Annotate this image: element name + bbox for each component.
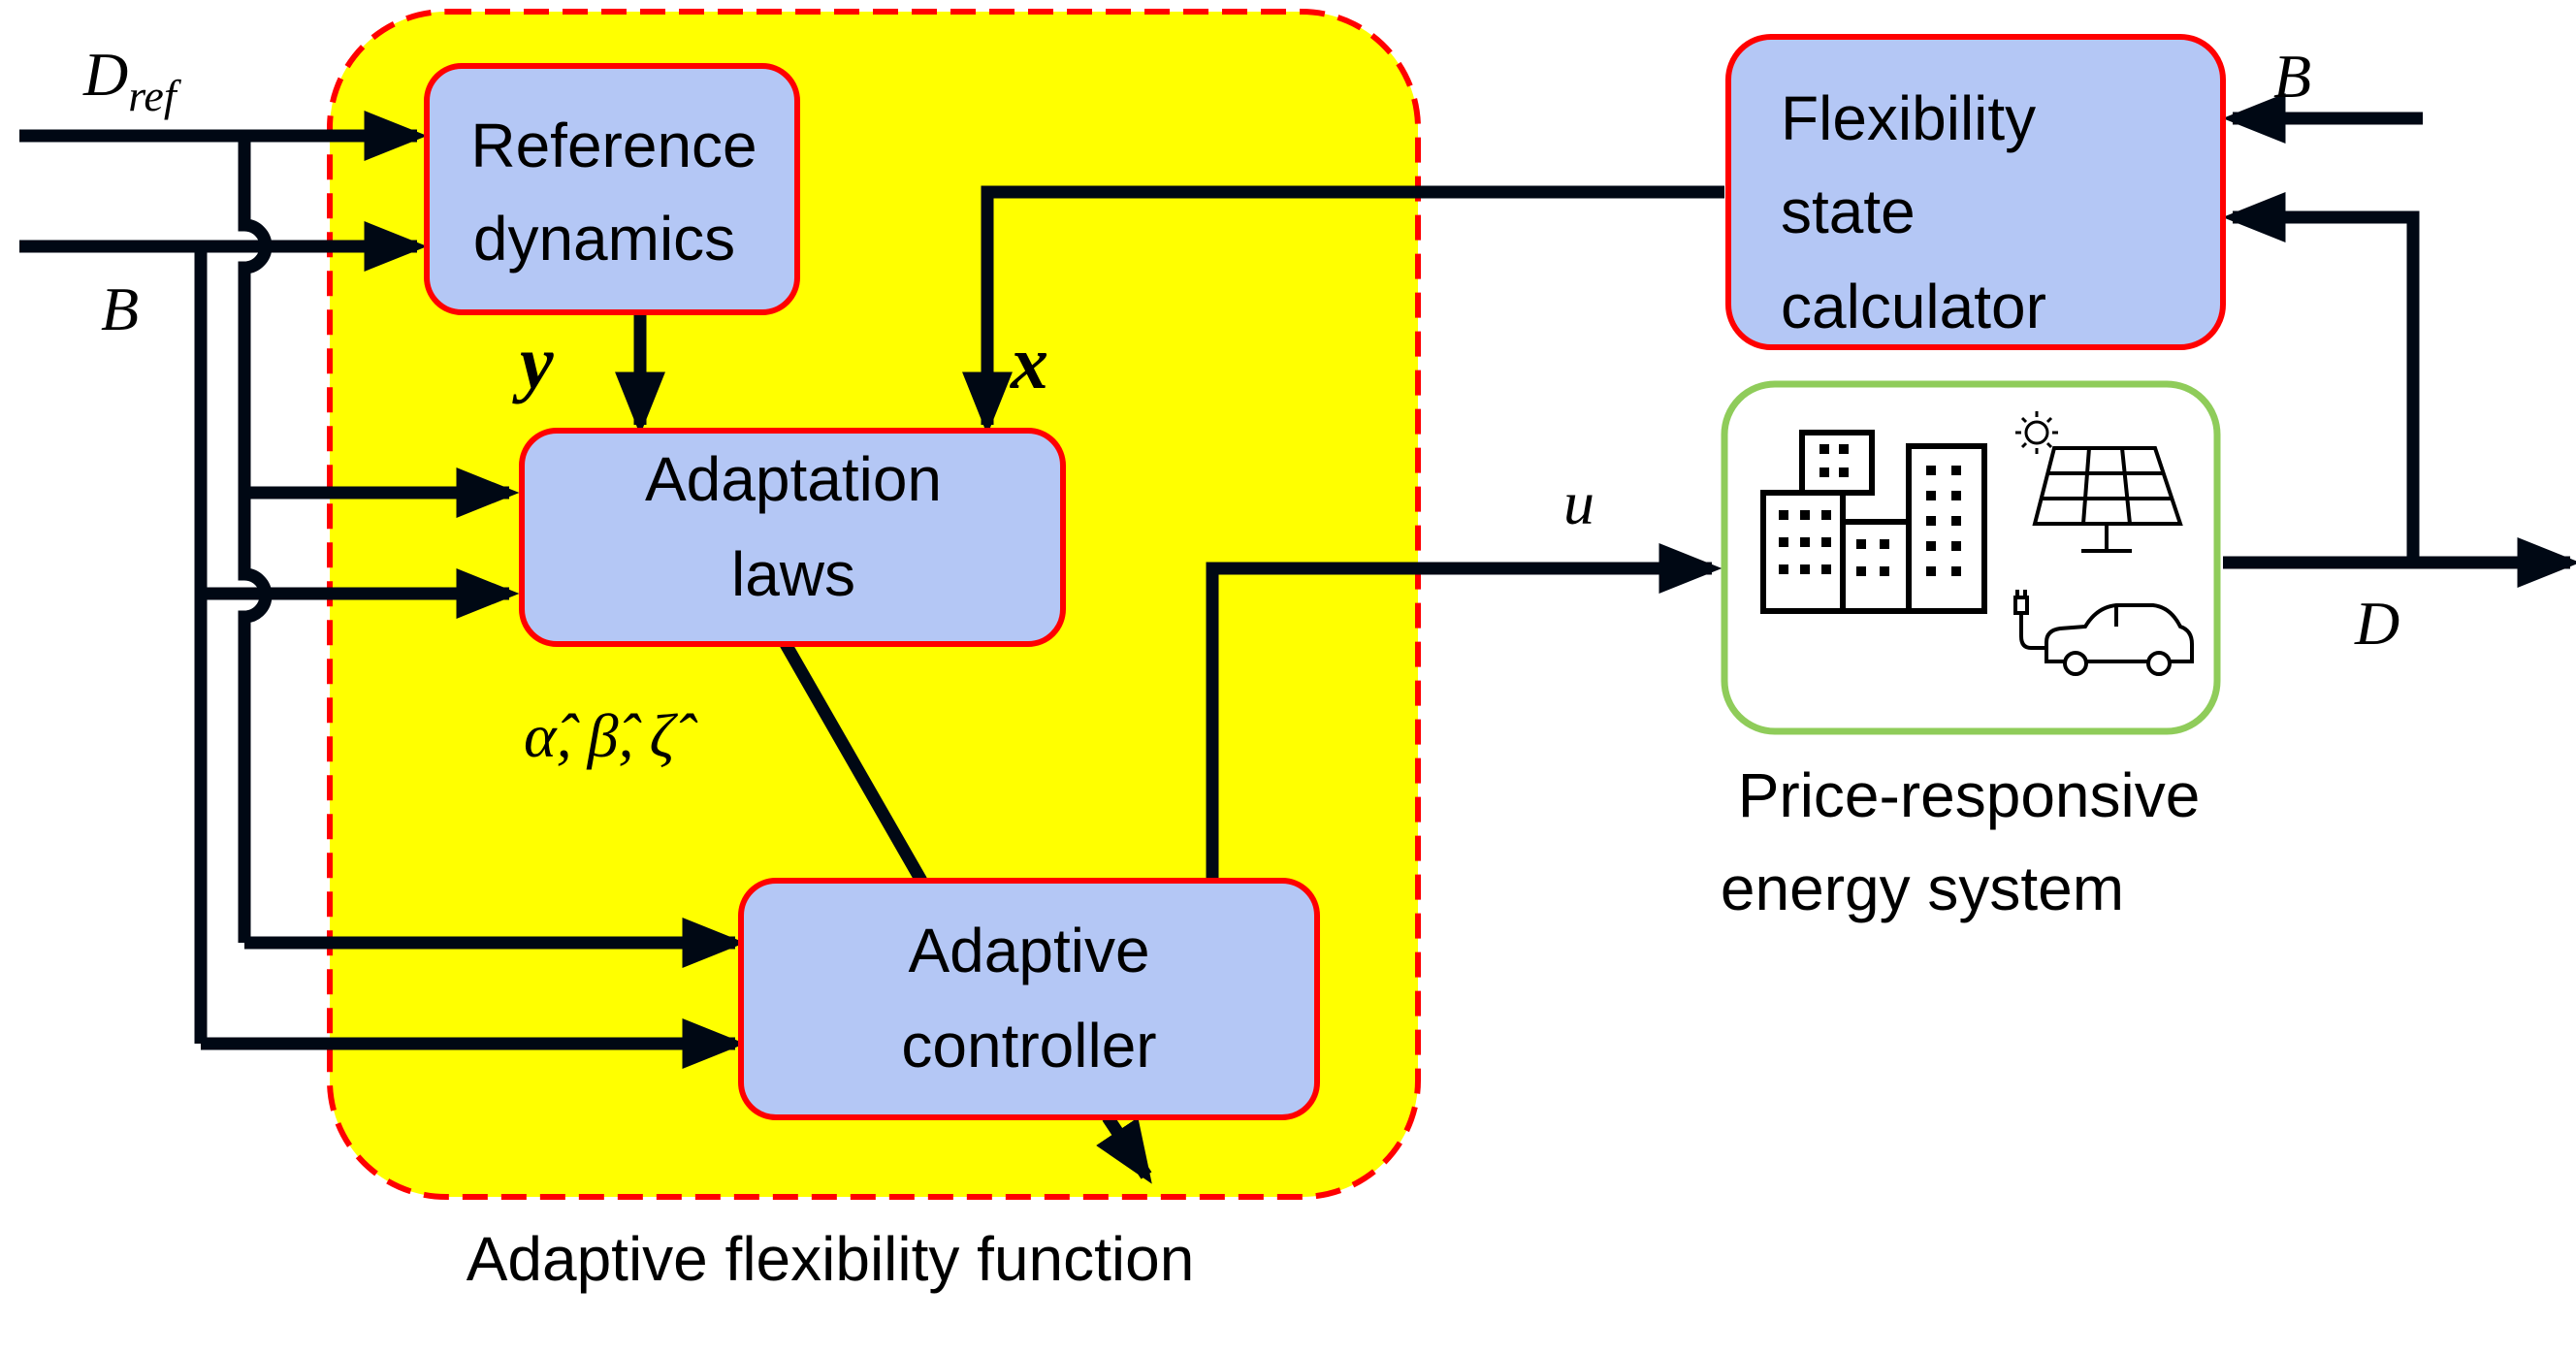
wire-controller-out — [1096, 1113, 1152, 1184]
d-output-label: D — [2354, 589, 2399, 658]
flexibility-state-label-line1: Flexibility — [1781, 83, 2036, 153]
energy-system-caption-line2: energy system — [1721, 854, 2124, 923]
u-label: u — [1563, 468, 1594, 537]
b-right-label: B — [2273, 42, 2311, 111]
reference-dynamics-block: Reference dynamics — [424, 63, 800, 315]
wire-d-feedback — [2222, 192, 2420, 563]
x-label: x — [1010, 320, 1048, 404]
b-left-label: B — [101, 274, 139, 343]
adaptive-controller-label-line1: Adaptive — [908, 916, 1149, 985]
container-caption: Adaptive flexibility function — [467, 1224, 1195, 1294]
reference-dynamics-label-line2: dynamics — [473, 204, 735, 274]
energy-system-block — [1721, 380, 2221, 735]
solar-panel-icon — [2032, 446, 2183, 553]
ev-car-icon — [2013, 590, 2194, 676]
parameter-estimates-label: α̂, β̂, ζ̂ — [524, 701, 697, 770]
energy-system-caption-line1: Price-responsive — [1738, 760, 2201, 830]
wire-dref-bus — [238, 136, 273, 943]
adaptation-laws-label-line1: Adaptation — [645, 444, 942, 514]
flexibility-state-label-line2: state — [1781, 177, 1916, 246]
wire-x — [962, 185, 1724, 435]
adaptation-laws-block: Adaptation laws — [519, 428, 1066, 647]
adaptive-controller-block: Adaptive controller — [738, 878, 1320, 1120]
d-ref-label: Dref — [82, 40, 182, 120]
adaptive-controller-label-line2: controller — [901, 1011, 1156, 1080]
wire-u — [1206, 543, 1723, 879]
signal-wires — [19, 93, 2576, 1184]
wire-params — [780, 640, 927, 885]
sun-icon — [2015, 411, 2058, 454]
flexibility-state-label-line3: calculator — [1781, 272, 2046, 341]
flexibility-state-calculator-block: Flexibility state calculator — [1725, 34, 2226, 350]
adaptation-laws-label-line2: laws — [731, 539, 855, 609]
reference-dynamics-label-line1: Reference — [470, 111, 757, 180]
buildings-icon — [1760, 430, 1987, 614]
y-label: y — [512, 320, 554, 404]
